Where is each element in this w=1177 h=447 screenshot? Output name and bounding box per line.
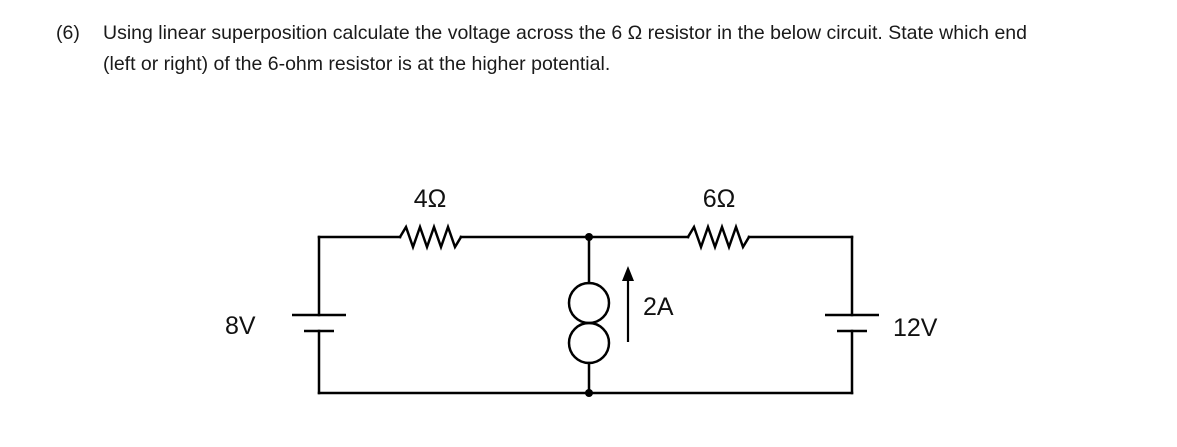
label-4ohm: 4Ω (414, 185, 447, 213)
question-line-2: (left or right) of the 6-ohm resistor is… (103, 53, 611, 75)
battery-12v (825, 313, 879, 333)
question-number: (6) (56, 22, 80, 44)
battery-8v (292, 313, 346, 333)
current-source-2a (567, 281, 611, 365)
current-arrow-icon (622, 266, 634, 342)
node-top (585, 233, 593, 241)
label-2a: 2A (643, 293, 674, 321)
resistor-4ohm (398, 223, 463, 251)
label-6ohm: 6Ω (703, 185, 736, 213)
label-8v: 8V (225, 312, 256, 340)
question-line-1: Using linear superposition calculate the… (103, 22, 1027, 44)
resistor-6ohm (686, 223, 751, 251)
node-bottom (585, 389, 593, 397)
label-12v: 12V (893, 314, 938, 342)
